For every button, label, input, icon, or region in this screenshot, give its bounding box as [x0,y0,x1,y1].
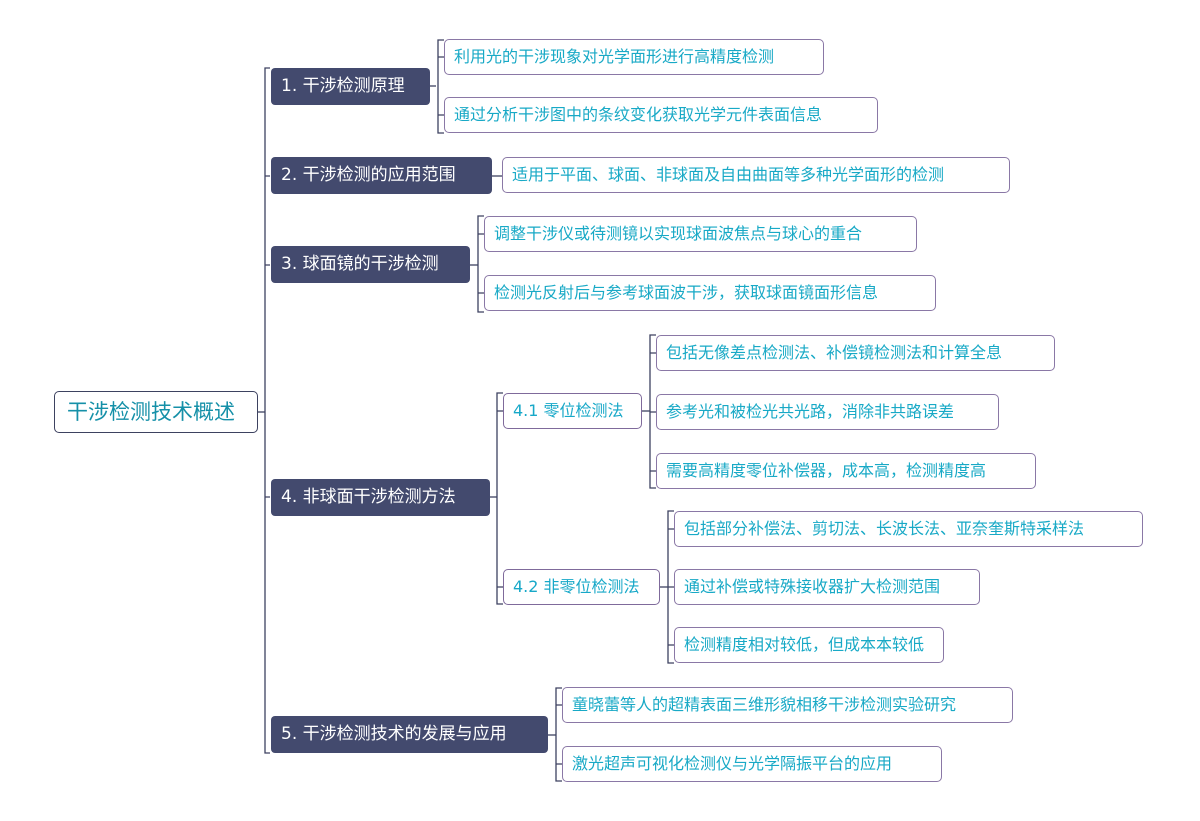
leaf-topic-4-1-1[interactable]: 包括无像差点检测法、补偿镜检测法和计算全息 [656,335,1055,371]
leaf-topic-4-2-1[interactable]: 包括部分补偿法、剪切法、长波长法、亚奈奎斯特采样法 [674,511,1143,547]
leaf-topic-3-2[interactable]: 检测光反射后与参考球面波干涉，获取球面镜面形信息 [484,275,936,311]
leaf-topic-5-1[interactable]: 童晓蕾等人的超精表面三维形貌相移干涉检测实验研究 [562,687,1013,723]
leaf-topic-4-2-2[interactable]: 通过补偿或特殊接收器扩大检测范围 [674,569,980,605]
leaf-topic-4-2-3[interactable]: 检测精度相对较低，但成本本较低 [674,627,944,663]
leaf-topic-1-2[interactable]: 通过分析干涉图中的条纹变化获取光学元件表面信息 [444,97,878,133]
leaf-topic-1-1[interactable]: 利用光的干涉现象对光学面形进行高精度检测 [444,39,824,75]
leaf-topic-4-1-2[interactable]: 参考光和被检光共光路，消除非共路误差 [656,394,999,430]
leaf-topic-3-1[interactable]: 调整干涉仪或待测镜以实现球面波焦点与球心的重合 [484,216,917,252]
leaf-topic-5-2[interactable]: 激光超声可视化检测仪与光学隔振平台的应用 [562,746,942,782]
leaf-topic-4-1-3[interactable]: 需要高精度零位补偿器，成本高，检测精度高 [656,453,1036,489]
branch-topic-2[interactable]: 2. 干涉检测的应用范围 [271,157,492,194]
leaf-topic-2-1[interactable]: 适用于平面、球面、非球面及自由曲面等多种光学面形的检测 [502,157,1010,193]
root-topic[interactable]: 干涉检测技术概述 [54,391,258,433]
branch-topic-3[interactable]: 3. 球面镜的干涉检测 [271,246,470,283]
sub-topic-4-1[interactable]: 4.1 零位检测法 [503,393,642,429]
sub-topic-4-2[interactable]: 4.2 非零位检测法 [503,569,660,605]
branch-topic-1[interactable]: 1. 干涉检测原理 [271,68,430,105]
branch-topic-4[interactable]: 4. 非球面干涉检测方法 [271,479,490,516]
branch-topic-5[interactable]: 5. 干涉检测技术的发展与应用 [271,716,548,753]
